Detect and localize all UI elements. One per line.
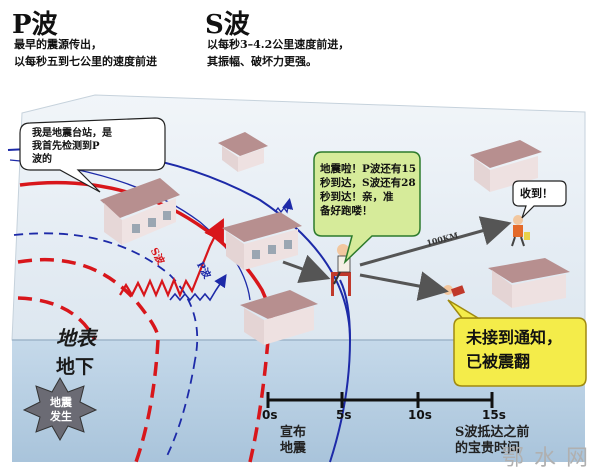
station-bubble-line: 波的 xyxy=(32,154,52,165)
received-speech-bubble xyxy=(512,180,567,219)
s-wave-title: S波 xyxy=(205,10,250,40)
person-bubble-line: 备好跑喽！ xyxy=(320,205,373,217)
p-wave-squiggle-arrow xyxy=(169,274,227,302)
station-bubble-line: 我是地震台站，是 xyxy=(32,128,112,139)
epicenter-label: 地震 发生 xyxy=(49,396,73,424)
s-wave-front-inner xyxy=(17,257,160,341)
person-bubble-line: 秒到达！亲，准 xyxy=(320,191,394,203)
not-received-line: 已被震翻 xyxy=(466,352,531,371)
house-front-icon xyxy=(240,290,318,345)
timeline-right-caption-line: 的宝贵时间 xyxy=(455,441,521,456)
house-small-back-icon xyxy=(218,132,268,172)
s-wave-desc-line1: 以每秒3–4.2公里速度前进， xyxy=(207,38,350,51)
timeline-left-caption-line: 宣布 xyxy=(280,425,307,440)
person-bubble-line: 地震啦！P波还有15 xyxy=(320,163,417,175)
timeline-label-5s: 5s xyxy=(336,408,352,422)
epicenter-label-line: 地震 xyxy=(50,396,72,409)
timeline-label-0s: 0s xyxy=(262,408,278,422)
station-bubble-text: 我是地震台站，是 我首先检测到P 波的 xyxy=(32,127,112,166)
p-wave-front-inner xyxy=(13,232,199,361)
timeline-left-caption: 宣布 地震 xyxy=(280,425,306,457)
house-right-bottom-icon xyxy=(488,258,570,308)
timeline-right-caption-line: S波抵达之前 xyxy=(455,425,530,440)
house-center-icon xyxy=(222,212,302,270)
person-bubble-text: 地震啦！P波还有15 秒到达，S波还有28 秒到达！亲，准 备好跑喽！ xyxy=(320,162,416,218)
surface-label: 地表 xyxy=(56,326,96,350)
not-received-text: 未接到通知， 已被震翻 xyxy=(466,326,562,374)
station-bubble-line: 我首先检测到P xyxy=(32,141,100,152)
house-right-top-icon xyxy=(470,140,542,192)
p-wave-desc-line1: 最早的震源传出， xyxy=(14,38,102,51)
running-person-icon xyxy=(511,215,530,247)
p-wave-desc-line2: 以每秒五到七公里的速度前进 xyxy=(14,55,157,68)
p-wave-small-arrow xyxy=(274,197,294,214)
not-received-bubble xyxy=(453,317,587,387)
not-received-line: 未接到通知， xyxy=(466,328,563,347)
timeline-left-caption-line: 地震 xyxy=(280,441,307,456)
epicenter-label-line: 发生 xyxy=(50,410,72,423)
epicenter-star-icon xyxy=(22,376,98,442)
received-bubble-text: 收到！ xyxy=(520,187,553,200)
underground-label: 地下 xyxy=(56,356,95,378)
person-bubble-line: 秒到达，S波还有28 xyxy=(320,177,416,189)
s-wave-squiggle-arrow xyxy=(119,218,224,298)
arrow-to-fallen xyxy=(359,271,449,301)
p-wave-title: P波 xyxy=(12,10,58,40)
timeline-label-15s: 15s xyxy=(482,408,506,422)
arrow-to-person xyxy=(282,254,331,284)
timeline-right-caption: S波抵达之前 的宝贵时间 xyxy=(455,425,529,457)
arrow-to-received xyxy=(359,216,512,267)
house-station-icon xyxy=(100,178,180,245)
station-speech-bubble xyxy=(19,117,166,193)
person-speech-bubble xyxy=(313,151,421,265)
timeline-label-10s: 10s xyxy=(408,408,432,422)
s-wave-desc-line2: 其振幅、破坏力更强。 xyxy=(207,55,317,68)
watermark: 鄂水网 xyxy=(502,446,599,471)
